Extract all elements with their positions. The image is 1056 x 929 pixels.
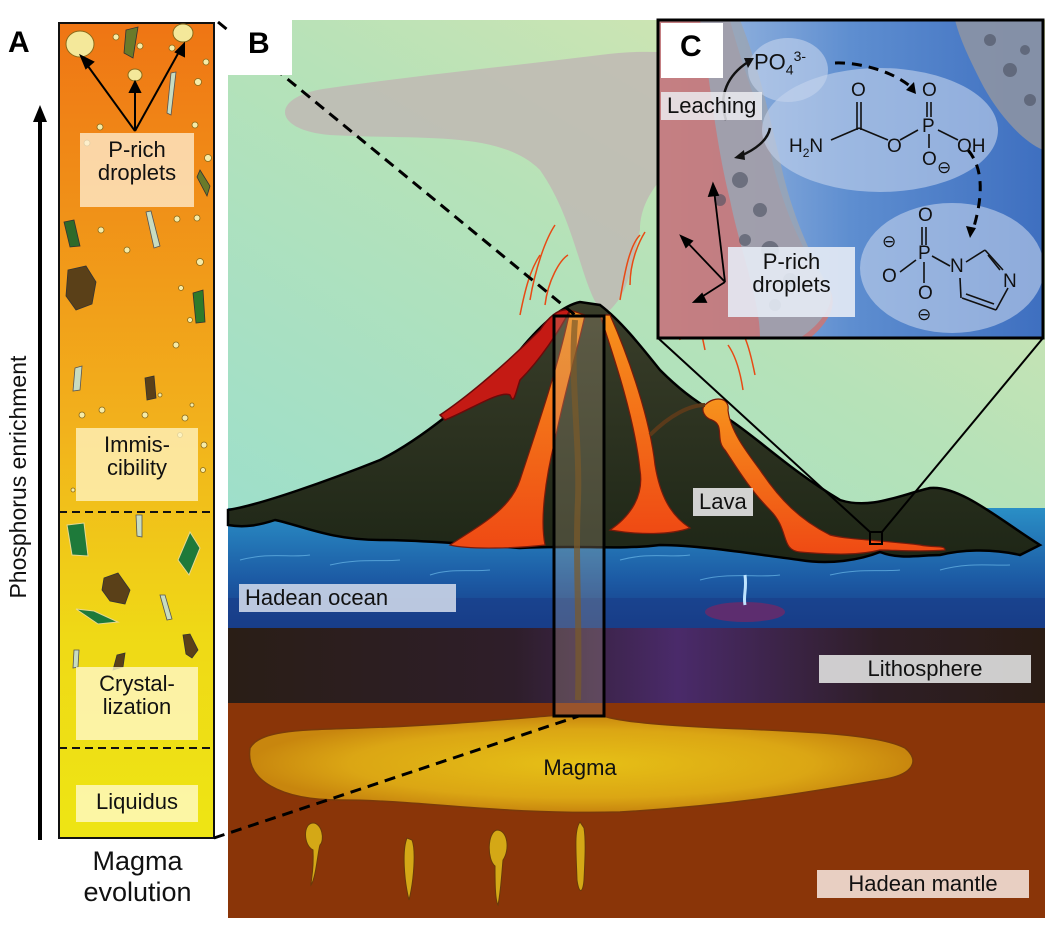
atom-o: O bbox=[882, 266, 897, 287]
label-lithosphere: Lithosphere bbox=[819, 655, 1031, 684]
ash-plume bbox=[285, 51, 760, 310]
p-rich-droplet bbox=[65, 30, 95, 58]
label-hadean-mantle: Hadean mantle bbox=[817, 870, 1029, 899]
stage-text-line1: P-rich bbox=[108, 137, 166, 162]
charge-minus: ⊖ bbox=[937, 158, 952, 177]
magma-evolution-line1: Magma bbox=[92, 846, 183, 876]
inset-connector-right bbox=[881, 337, 1044, 533]
panel-b-letter-bg bbox=[228, 20, 292, 75]
dashed-connector-bottom bbox=[213, 714, 580, 840]
atom-o: O bbox=[918, 205, 933, 226]
molecule1-bubble bbox=[762, 68, 998, 192]
leaching-label: Leaching bbox=[661, 92, 763, 121]
stage-text-line2: cibility bbox=[107, 455, 167, 481]
droplet-arrows bbox=[79, 41, 185, 132]
atom-o: O bbox=[922, 80, 937, 101]
stage-label-immiscibility-text: Immis- cibility bbox=[76, 433, 198, 479]
lava-flow-right bbox=[702, 398, 946, 555]
stage-label-crystallization-text: Crystal- lization bbox=[76, 672, 198, 718]
inset-droplet-arrows bbox=[679, 181, 726, 303]
crystals bbox=[63, 26, 211, 671]
phosphate-charge: 3- bbox=[793, 48, 807, 64]
phosphate-label: PO43- bbox=[754, 48, 806, 78]
atom-amine: H2N bbox=[789, 136, 823, 160]
inset-p-rich-droplets-text: P-rich droplets bbox=[728, 250, 855, 296]
atom-o: O bbox=[922, 149, 937, 170]
atom-o: O bbox=[887, 136, 902, 157]
phosphate-subscript: 4 bbox=[785, 61, 794, 78]
stage-label-immiscibility bbox=[76, 428, 198, 501]
atom-h-count: 2 bbox=[802, 145, 810, 160]
magma-chamber bbox=[248, 714, 914, 814]
stage-label-liquidus-text: Liquidus bbox=[96, 789, 178, 814]
atom-h: H bbox=[789, 136, 803, 157]
stage-label-crystallization bbox=[76, 667, 198, 740]
magma-evolution-label: Magma evolution bbox=[55, 846, 220, 908]
magma-evolution-line2: evolution bbox=[83, 877, 192, 908]
label-hadean-ocean: Hadean ocean bbox=[239, 584, 456, 613]
inset-connector-left bbox=[657, 337, 871, 533]
inset-border bbox=[656, 18, 1045, 340]
stage-text-line2: droplets bbox=[97, 160, 177, 186]
droplets-line1: P-rich bbox=[762, 249, 821, 274]
molecule-carbamoyl-phosphate-bonds bbox=[830, 102, 959, 148]
atom-oh: OH bbox=[957, 136, 986, 157]
atom-n: N bbox=[809, 136, 824, 157]
stage-text-line1: Crystal- bbox=[99, 671, 175, 696]
droplets-line2: droplets bbox=[752, 272, 831, 298]
stage-text-line2: lization bbox=[102, 694, 172, 720]
vent-plume bbox=[742, 574, 748, 606]
phosphate-text: PO bbox=[754, 49, 786, 75]
molecule2-bubble bbox=[860, 203, 1044, 333]
atom-o: O bbox=[851, 80, 866, 101]
label-magma: Magma bbox=[543, 755, 617, 780]
atom-o: O bbox=[918, 283, 933, 304]
lava-sample-box bbox=[869, 531, 883, 545]
inset-p-rich-droplets-label bbox=[728, 247, 855, 317]
panel-b-letter: B bbox=[248, 27, 270, 60]
mantle-diapirs bbox=[305, 821, 586, 907]
charge-minus: ⊖ bbox=[882, 232, 897, 251]
atom-n: N bbox=[950, 256, 964, 277]
atom-n: N bbox=[1003, 271, 1017, 292]
magma-conduit bbox=[570, 319, 582, 701]
p-rich-droplet bbox=[172, 23, 194, 43]
label-lava: Lava bbox=[693, 488, 753, 517]
hydrothermal-vent bbox=[705, 602, 785, 622]
reaction-arrow-2 bbox=[966, 149, 982, 231]
atom-p: P bbox=[922, 116, 935, 137]
panel-a-letter: A bbox=[8, 26, 30, 59]
stage-label-liquidus bbox=[76, 785, 198, 822]
stage-text-line1: Immis- bbox=[104, 432, 170, 457]
panel-c-letter: C bbox=[680, 30, 702, 63]
stage-label-p-rich-droplets bbox=[80, 133, 194, 207]
reaction-arrow-1 bbox=[834, 61, 914, 90]
stage-label-p-rich-droplets-text: P-rich droplets bbox=[80, 138, 194, 184]
panel-c-letter-bg bbox=[661, 23, 723, 78]
charge-minus: ⊖ bbox=[917, 305, 932, 324]
axis-arrowhead bbox=[33, 105, 47, 122]
lava-tube bbox=[648, 403, 706, 437]
lava-flow-center bbox=[599, 314, 692, 535]
molecule-phosphoimidazole-bonds bbox=[899, 227, 1009, 311]
atom-p: P bbox=[918, 243, 931, 264]
